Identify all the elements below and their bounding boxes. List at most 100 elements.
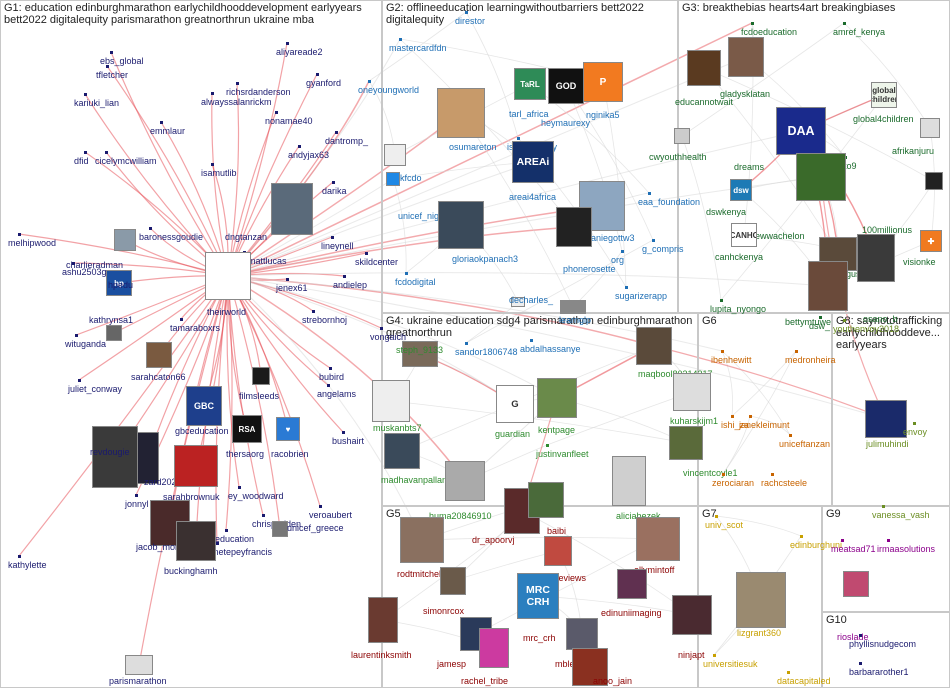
node-avatar bbox=[92, 426, 138, 488]
node-marker bbox=[75, 334, 78, 337]
node-label: educannotwait bbox=[675, 97, 734, 107]
group-g1-panel: G1: education edinburghmarathon earlychi… bbox=[0, 0, 382, 688]
group-g6-title: G6 bbox=[702, 315, 717, 327]
node-avatar bbox=[146, 342, 172, 368]
node-marker bbox=[343, 275, 346, 278]
node-marker bbox=[751, 22, 754, 25]
group-g4-title: G4: ukraine education sdg4 parismarathon… bbox=[386, 315, 696, 339]
node-label: mastercardfdn bbox=[389, 43, 447, 53]
node-label: rachel_tribe bbox=[461, 676, 509, 686]
node-avatar bbox=[400, 517, 444, 563]
node-label: dsw_ bbox=[809, 321, 831, 331]
node-avatar bbox=[537, 378, 577, 418]
node-label: dfid bbox=[74, 156, 89, 166]
group-g3-title: G3: breakthebias hearts4art breakingbias… bbox=[682, 2, 896, 14]
node-avatar bbox=[728, 37, 764, 77]
node-label: darika bbox=[322, 186, 347, 196]
node-label: nonamae40 bbox=[265, 116, 313, 126]
node-avatar bbox=[796, 153, 846, 201]
node-avatar bbox=[617, 569, 647, 599]
edge bbox=[227, 161, 534, 277]
node-label: aliyareade2 bbox=[276, 47, 323, 57]
node-avatar: hp bbox=[106, 270, 132, 296]
node-avatar bbox=[437, 88, 485, 138]
node-label: veroaubert bbox=[309, 510, 353, 520]
node-avatar: TheirWorld bbox=[205, 252, 251, 300]
edge bbox=[715, 515, 802, 537]
node-label: kathrynsa1 bbox=[89, 315, 134, 325]
node-marker bbox=[105, 151, 108, 154]
node-label: gbceducation bbox=[175, 426, 229, 436]
node-label: kariuki_lian bbox=[74, 98, 120, 108]
node-label: ey_woodward bbox=[228, 491, 284, 501]
node-label: heymaurexy bbox=[541, 118, 591, 128]
node-marker bbox=[335, 131, 338, 134]
node-label: youthenvoy2018 bbox=[833, 324, 900, 334]
node-label: muskanbts7 bbox=[373, 423, 422, 433]
edge bbox=[390, 400, 687, 444]
node-marker bbox=[465, 342, 468, 345]
node-label: charlieradman bbox=[66, 260, 124, 270]
node-marker bbox=[843, 22, 846, 25]
node-avatar bbox=[438, 201, 484, 249]
node-marker bbox=[625, 286, 628, 289]
node-label: dantromp_ bbox=[325, 136, 369, 146]
node-label: guardian bbox=[495, 429, 531, 439]
node-marker bbox=[789, 434, 792, 437]
node-label: jacob_moreton bbox=[136, 542, 196, 552]
node-label: wituganda bbox=[65, 339, 107, 349]
node-avatar bbox=[386, 172, 400, 186]
node-avatar bbox=[843, 571, 869, 597]
node-label: medronheira bbox=[785, 355, 836, 365]
edge bbox=[227, 275, 281, 530]
edge bbox=[399, 38, 575, 228]
node-label: education bbox=[215, 534, 255, 544]
node-marker bbox=[517, 137, 520, 140]
node-avatar: MRC CRH bbox=[517, 573, 559, 619]
node-marker bbox=[216, 542, 219, 545]
node-marker bbox=[800, 535, 803, 538]
node-label: ninjapt bbox=[678, 650, 705, 660]
node-avatar bbox=[174, 445, 218, 487]
node-label: sarahbrownuk bbox=[163, 492, 220, 502]
node-avatar bbox=[440, 567, 466, 595]
edge bbox=[227, 272, 829, 287]
node-label: skildcenter bbox=[355, 257, 399, 267]
node-label: vincentcoyle1 bbox=[683, 468, 738, 478]
node-marker bbox=[331, 236, 334, 239]
node-label: cicelymcwilliam bbox=[95, 156, 157, 166]
edge bbox=[731, 350, 797, 417]
node-avatar: P bbox=[583, 62, 623, 102]
node-marker bbox=[236, 82, 239, 85]
node-marker bbox=[365, 252, 368, 255]
node-avatar bbox=[857, 234, 895, 282]
node-marker bbox=[819, 316, 822, 319]
node-label: ebs_global bbox=[100, 56, 144, 66]
node-avatar bbox=[137, 432, 159, 484]
edge bbox=[749, 415, 791, 436]
node-marker bbox=[787, 671, 790, 674]
node-label: lupita_nyongo bbox=[710, 304, 767, 314]
node-avatar bbox=[636, 327, 672, 365]
node-label: mrc_crh bbox=[523, 633, 556, 643]
node-marker bbox=[332, 181, 335, 184]
edge bbox=[227, 275, 887, 420]
node-label: cwyouthhealth bbox=[649, 152, 707, 162]
node-label: fcdodigital bbox=[395, 277, 436, 287]
node-label: justinvanfleet bbox=[536, 449, 589, 459]
node-marker bbox=[319, 505, 322, 508]
node-avatar bbox=[560, 300, 586, 314]
edge bbox=[227, 178, 394, 277]
node-label: learnglp bbox=[559, 315, 592, 325]
node-avatar: GOD bbox=[548, 68, 584, 104]
node-label: emmlaur bbox=[150, 126, 186, 136]
node-avatar bbox=[612, 456, 646, 506]
node-label: bubird bbox=[319, 372, 345, 382]
node-label: ibenhewitt bbox=[711, 355, 752, 365]
edge bbox=[843, 22, 931, 129]
node-label: alwayssalanrickm bbox=[201, 97, 272, 107]
node-avatar bbox=[556, 207, 592, 247]
node-marker bbox=[18, 555, 21, 558]
edge bbox=[465, 239, 654, 344]
node-label: huma20846910 bbox=[429, 511, 492, 521]
